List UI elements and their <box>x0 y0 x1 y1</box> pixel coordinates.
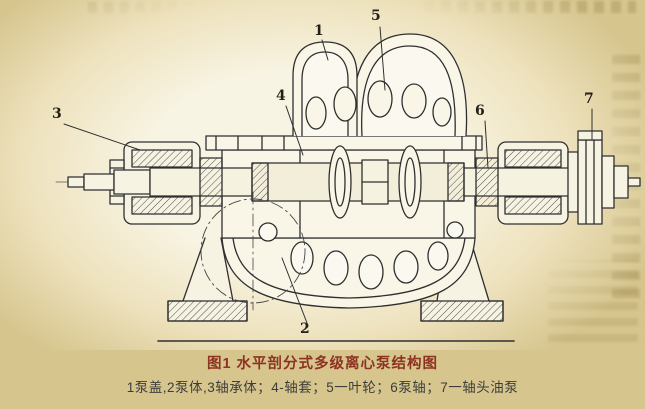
bearing-sections <box>109 149 562 215</box>
callout-label-4-shaft-sleeve: 4 <box>276 88 286 104</box>
callout-label-7-oil-pump: 7 <box>584 91 594 107</box>
stuffing-box-glands <box>199 157 499 207</box>
pump-structure-figure: 1 2 3 4 5 6 7 <box>0 0 645 350</box>
pump-cross-section-drawing <box>55 26 643 342</box>
shaft-sleeve-and-impellers <box>251 145 465 219</box>
callout-label-3-bearing-body: 3 <box>52 106 62 122</box>
callout-label-6-pump-shaft: 6 <box>475 103 485 119</box>
pump-base-and-feet <box>157 237 515 342</box>
figure-caption-title: 图1 水平剖分式多级离心泵结构图 <box>206 356 439 372</box>
callout-label-1-pump-cover: 1 <box>314 23 324 39</box>
centerline-circle <box>200 191 306 311</box>
figure-parts-list: 1泵盖,2泵体,3轴承体；4-轴套；5一叶轮；6泵轴；7一轴头油泵 <box>126 380 519 395</box>
callout-label-5-impeller: 5 <box>371 8 381 24</box>
internal-passages <box>258 80 464 290</box>
callout-label-2-pump-body: 2 <box>300 321 310 337</box>
shaft-end-oil-pump <box>567 130 629 225</box>
leader-lines <box>63 26 593 324</box>
